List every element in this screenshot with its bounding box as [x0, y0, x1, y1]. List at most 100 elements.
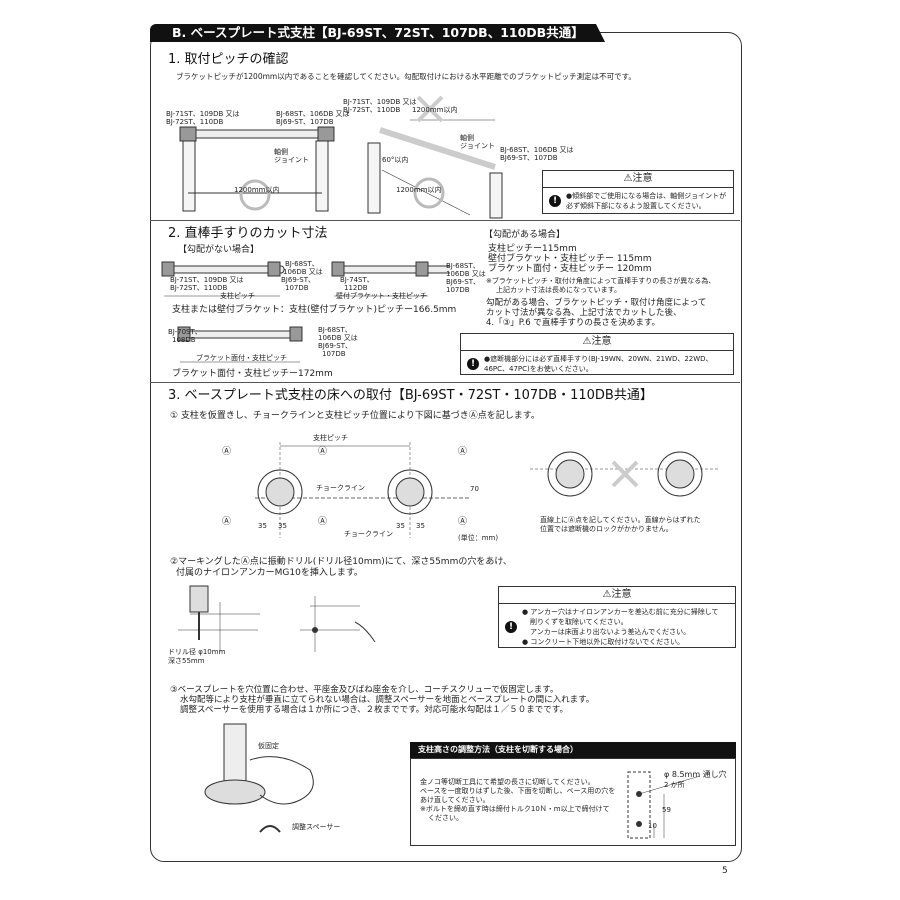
s3-spacer: 調整スペーサー [292, 823, 341, 831]
mark-a: Ⓐ [222, 447, 232, 457]
s3-box-2: ベースを一度取りはずした後、下面を切断し、ベース用の穴を [420, 787, 616, 795]
s2-f1c: 支柱ピッチ [220, 292, 255, 300]
s3-box [410, 758, 736, 846]
s3-caution: ⚠注意 ! ● アンカー穴はナイロンアンカーを差込む前に充分に掃除して 削りくず… [498, 586, 736, 648]
s2-f5b: 108DB [172, 336, 196, 344]
warning-icon: ! [549, 195, 561, 207]
s2-f5c: ブラケット面付・支柱ピッチ [196, 354, 287, 362]
warning-icon: ! [467, 358, 479, 370]
s3-step3-c: 調整スペーサーを使用する場合は１か所につき、２枚までです。対応可能水勾配は１／５… [180, 705, 568, 715]
mark-a: Ⓐ [458, 447, 468, 457]
s3-fix-diagram [204, 723, 314, 833]
s3-d35: 35 [278, 522, 287, 530]
warning-icon: ! [505, 621, 517, 633]
s3-c1-a: ● アンカー穴はナイロンアンカーを差込む前に充分に掃除して [522, 608, 719, 616]
s1-caution: ⚠注意 ! ●傾斜部でご使用になる場合は、軸側ジョイントが 必ず傾斜下部になるよ… [542, 170, 734, 214]
s2-f1a: BJ-71ST、109DB 又は [170, 276, 244, 284]
s2-f6a: BJ-68ST、 [318, 326, 352, 334]
s2-slope-p3: 4.「③」P.6 で直棒手すりの長さを決めます。 [486, 318, 660, 328]
s3-ok-diagram [255, 442, 470, 538]
s2-flat-formula: 支柱または壁付ブラケット：支柱(壁付ブラケット)ピッチー166.5mm [172, 305, 457, 315]
s1-lbl-joint-a: 軸側 [274, 148, 288, 156]
page-number: 5 [722, 866, 728, 876]
mark-a: Ⓐ [222, 517, 232, 527]
s3-step2-a: ②マーキングしたⒶ点に振動ドリル(ドリル径10mm)にて、深さ55mmの穴をあけ… [170, 557, 512, 567]
s3-box-1: 金ノコ等切断工具にて希望の長さに切断してください。 [420, 778, 595, 786]
s3-kari: 仮固定 [258, 742, 279, 750]
s1-lbl-left-b: BJ-72ST、110DB [166, 118, 224, 126]
s2-f5a: BJ-70ST、 [168, 328, 202, 336]
s2-caution-text-b: 46PC、47PC)をお使いください。 [484, 365, 593, 373]
s2-f6d: 107DB [322, 350, 346, 358]
s3-d35: 35 [396, 522, 405, 530]
s3-step2-b: 付属のナイロンアンカーMG10を挿入します。 [176, 568, 363, 578]
s3-box-3: あけ直してください。 [420, 796, 490, 804]
divider [150, 220, 740, 221]
s2-slope-p2: カット寸法が異なる為、上記寸法でカットした後、 [486, 308, 682, 318]
s1-lbl-r-b: BJ69-ST、107DB [500, 154, 558, 162]
s1-caution-text-a: ●傾斜部でご使用になる場合は、軸側ジョイントが [566, 192, 727, 200]
s3-d35: 35 [416, 522, 425, 530]
s3-box-5: ください。 [428, 814, 463, 822]
s3-ng-diagram [530, 451, 720, 497]
section2-diagram [161, 261, 450, 363]
s1-lbl-mid-b: BJ69-ST、107DB [276, 118, 334, 126]
s1-lbl-joint-b: ジョイント [274, 156, 309, 164]
s3-d70: 70 [470, 485, 479, 493]
s2-f1b: BJ-72ST、110DB [170, 284, 228, 292]
s2-slope-p1: 勾配がある場合、ブラケットピッチ・取付け角度によって [486, 298, 707, 308]
s1-lbl-r-joint-a: 軸側 [460, 134, 474, 142]
s3-drill-diagram [178, 585, 376, 652]
s2-slope-2: 壁付ブラケット・支柱ピッチー 115mm [488, 254, 652, 264]
section1-desc: ブラケットピッチが1200mm以内であることを確認してください。勾配取付けにおけ… [176, 72, 636, 81]
s3-step3-a: ③ベースプレートを穴位置に合わせ、平座金及びばね座金を介し、コーチスクリューで仮… [170, 685, 559, 695]
s1-caution-text-b: 必ず傾斜下部になるよう設置してください。 [566, 202, 706, 210]
mark-a: Ⓐ [318, 517, 328, 527]
s3-drill-b: 深さ55mm [168, 657, 205, 665]
s2-caution-text-a: ●遮断機部分には必ず直棒手すり(BJ-19WN、20WN、21WD、22WD、 [484, 355, 713, 363]
s3-box-4: ※ボルトを締め直す時は締付トルク10Ｎ・m以上で締付けて [420, 805, 610, 813]
s1-lbl-1200: 1200mm以内 [234, 186, 280, 194]
s1-lbl-r-1200: 1200mm以内 [412, 106, 458, 114]
s2-f2d: 107DB [285, 284, 309, 292]
s3-unit: (単位：mm) [458, 534, 499, 542]
s3-step1: ① 支柱を仮置きし、チョークラインと支柱ピッチ位置により下図に基づきⒶ点を記しま… [170, 411, 540, 421]
s2-f3c: 壁付ブラケット・支柱ピッチ [336, 292, 427, 300]
s3-hole2: 2 か所 [664, 781, 685, 789]
s3-drill-a: ドリル径 φ10mm [168, 648, 226, 656]
s3-step3-b: 水勾配等により支柱が垂直に立てられない場合は、調整スペーサーを地面とベースプレー… [180, 695, 595, 705]
s2-caution: ⚠注意 ! ●遮断機部分には必ず直棒手すり(BJ-19WN、20WN、21WD、… [460, 333, 734, 375]
s2-f4c: BJ69-ST、 [446, 278, 481, 286]
s3-chalk2: チョークライン [344, 530, 393, 538]
s3-hole: φ 8.5mm 通し穴 [664, 770, 727, 779]
s1-lbl-mid-a: BJ-68ST、106DB 又は [276, 110, 350, 118]
s3-caution-title: ⚠注意 [499, 587, 735, 604]
s2-slope-note-a: ※ブラケットピッチ・取付け角度によって直棒手すりの長さが異なる為、 [486, 277, 716, 285]
section2-title: 2. 直棒手すりのカット寸法 [168, 226, 328, 241]
s2-slope-note-b: 上記カット寸法は長めになっています。 [496, 286, 621, 294]
s1-lbl-angle: 60°以内 [382, 156, 409, 164]
s2-f3b: 112DB [344, 284, 368, 292]
s2-f2b: 106DB 又は [283, 268, 323, 276]
mark-a: Ⓐ [458, 517, 468, 527]
s3-d35: 35 [258, 522, 267, 530]
s3-c1-c: アンカーは床面より出ないよう差込んでください。 [530, 628, 691, 636]
section1-diagram [179, 95, 503, 219]
s3-ng-a: 直線上にⒶ点を記してください。直線からはずれた [540, 516, 701, 524]
s3-c2: ● コンクリート下地以外に取付けないでください。 [522, 638, 685, 646]
s3-chalk1: チョークライン [316, 484, 365, 492]
s3-pipe-diagram [627, 771, 701, 839]
s2-f4d: 107DB [446, 286, 470, 294]
divider [150, 382, 740, 383]
s2-f4a: BJ-68ST、 [446, 262, 480, 270]
s1-lbl-r-joint-b: ジョイント [460, 142, 495, 150]
s1-lbl-r-a: BJ-68ST、106DB 又は [500, 146, 574, 154]
s1-lbl-r-top-b: BJ-72ST、110DB [343, 106, 401, 114]
section3-title: 3. ベースプレート式支柱の床への取付【BJ-69ST・72ST・107DB・1… [168, 388, 653, 403]
s1-caution-title: ⚠注意 [543, 171, 733, 188]
s3-pitch: 支柱ピッチ [313, 434, 348, 442]
s1-lbl-r-top-a: BJ-71ST、109DB 又は [343, 98, 417, 106]
s3-ng-b: 位置では遮断機のロックがかかりません。 [540, 525, 673, 533]
s2-f2a: BJ-68ST、 [285, 260, 319, 268]
s3-d59: 59 [662, 806, 671, 814]
